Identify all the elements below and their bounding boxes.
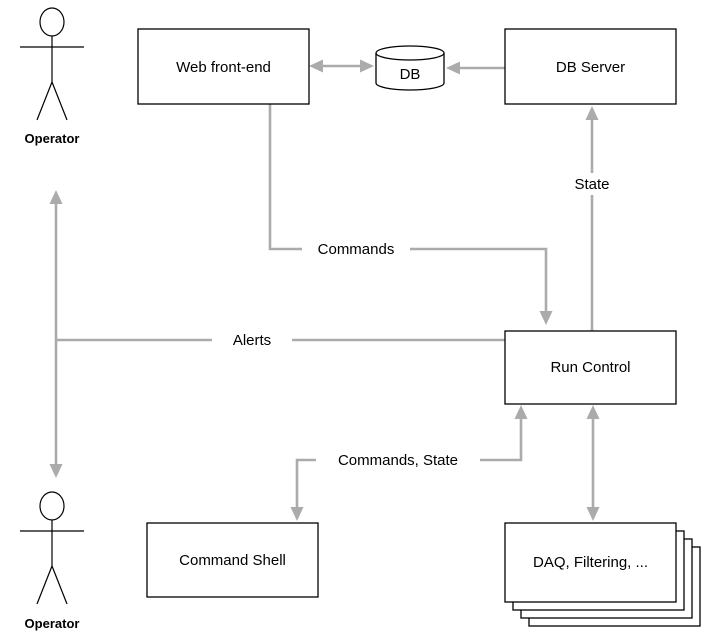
svg-text:DB Server: DB Server: [556, 59, 625, 76]
svg-text:Commands, State: Commands, State: [338, 452, 458, 469]
svg-text:DB: DB: [400, 66, 421, 83]
runcontrol-daq-connector: [586, 405, 600, 521]
state-connector: [585, 106, 599, 331]
operator-link-connector: [49, 190, 63, 478]
svg-text:Command Shell: Command Shell: [179, 552, 286, 569]
svg-text:Alerts: Alerts: [233, 332, 271, 349]
web-db-connector: [309, 59, 374, 73]
command-shell-box: Command Shell: [146, 522, 319, 598]
daq-stack: DAQ, Filtering, ...: [504, 522, 701, 627]
db-cylinder: DB: [375, 45, 445, 91]
svg-text:Run Control: Run Control: [550, 359, 630, 376]
commands-connector: [268, 104, 553, 325]
svg-text:Web front-end: Web front-end: [176, 59, 271, 76]
commands-edge-label: Commands: [302, 239, 410, 259]
alerts-edge-label: Alerts: [212, 330, 292, 350]
web-frontend-box: Web front-end: [137, 28, 310, 105]
operator-bottom-label: Operator: [25, 616, 80, 631]
run-control-box: Run Control: [504, 330, 677, 405]
svg-text:Commands: Commands: [318, 241, 395, 258]
operator-bottom-icon: [20, 491, 84, 605]
operator-top-icon: [20, 7, 84, 121]
dbserver-db-connector: [446, 61, 505, 75]
svg-text:DAQ, Filtering, ...: DAQ, Filtering, ...: [533, 554, 648, 571]
operator-top-label: Operator: [25, 131, 80, 146]
db-server-box: DB Server: [504, 28, 677, 105]
commands-state-edge-label: Commands, State: [316, 450, 480, 470]
svg-text:State: State: [574, 176, 609, 193]
state-edge-label: State: [562, 173, 622, 195]
